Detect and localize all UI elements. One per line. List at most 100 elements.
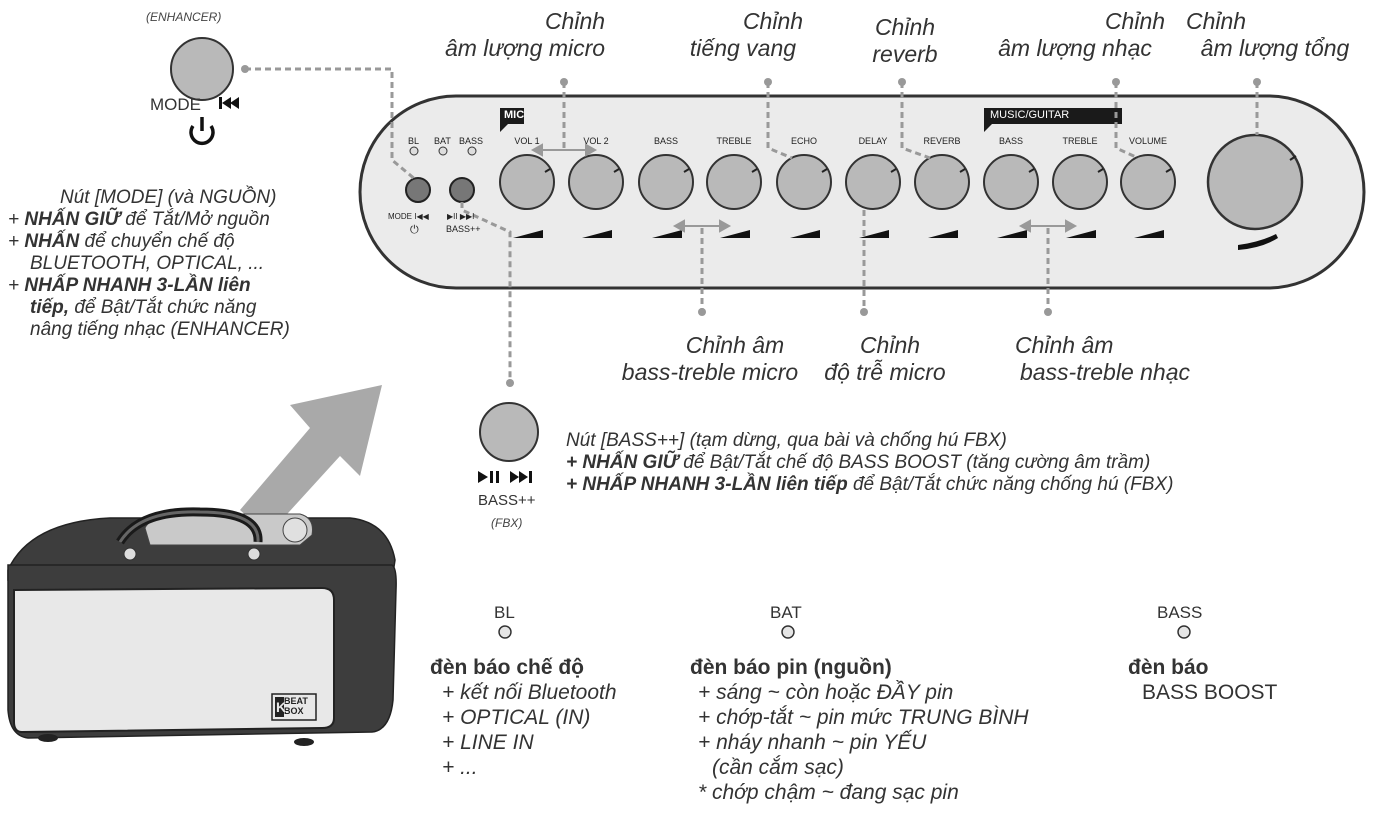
indicator-bat-item: + chớp-tắt ~ pin mức TRUNG BÌNH — [698, 706, 1029, 729]
pointer-arrow — [240, 385, 382, 535]
knob[interactable] — [638, 154, 694, 238]
knob[interactable] — [499, 154, 555, 238]
bass-button[interactable] — [479, 402, 539, 462]
bass-desc-l1-bold: + NHẤN GIỮ — [566, 452, 678, 473]
indicator-bl-block: đèn báo chế độ + kết nối Bluetooth + OPT… — [430, 655, 690, 780]
annot-delay: Chỉnh độ trễ micro — [800, 332, 970, 386]
panel-mode-label: MODE I◀◀ — [388, 212, 429, 221]
indicator-bat-item: + nháy nhanh ~ pin YẾU — [698, 731, 927, 754]
bass-desc-l2-bold: + NHẤP NHANH 3-LẦN liên tiếp — [566, 474, 848, 495]
knob[interactable] — [568, 154, 624, 238]
bass-description: Nút [BASS++] (tạm dừng, qua bài và chống… — [566, 430, 1366, 496]
music-guitar-badge — [984, 108, 1122, 132]
level-wedge-icon — [790, 230, 820, 238]
level-wedge-icon — [859, 230, 889, 238]
master-volume-knob[interactable] — [1206, 133, 1304, 250]
indicator-bl-items: + kết nối Bluetooth + OPTICAL (IN) + LIN… — [430, 680, 690, 780]
mic-badge — [500, 108, 524, 132]
indicator-bat-item: * chớp chậm ~ đang sạc pin — [698, 781, 959, 804]
bass-desc-title-text: Nút [BASS++] (tạm dừng, qua bài và chống… — [566, 430, 1007, 451]
mode-desc-line3: BLUETOOTH, OPTICAL, ... — [30, 253, 265, 274]
annot-music-bt-l2: bass-treble nhạc — [1019, 359, 1191, 385]
knob[interactable] — [983, 154, 1039, 238]
brand-logo: BEAT BOX — [284, 696, 308, 716]
enhancer-label: (ENHANCER) — [146, 10, 222, 24]
mode-desc-l5-rest: để Bật/Tắt chức năng — [69, 297, 257, 318]
mode-button-small[interactable] — [405, 177, 431, 203]
bass-desc-line1: + NHẤN GIỮ để Bật/Tắt chế độ BASS BOOST … — [566, 452, 1366, 474]
knob[interactable] — [776, 154, 832, 238]
led-bat — [438, 146, 448, 156]
level-wedge-icon — [582, 230, 612, 238]
annot-reverb: Chỉnh reverb — [855, 14, 955, 68]
knob-label: BASS — [653, 136, 678, 146]
indicator-bat-item: + sáng ~ còn hoặc ĐẦY pin — [698, 681, 954, 704]
mode-desc-l2-bold: NHẤN — [24, 231, 80, 252]
mode-description: Nút [MODE] (và NGUỒN) + NHẤN GIỮ để Tắt/… — [8, 187, 358, 341]
brand-k: K — [276, 699, 287, 715]
annot-mic-volume-l1: Chỉnh — [544, 8, 606, 34]
mode-desc-line1: + NHẤN GIỮ để Tắt/Mở nguồn — [8, 209, 270, 230]
mode-desc-line2: + NHẤN để chuyển chế độ — [8, 231, 235, 252]
knob[interactable] — [706, 154, 762, 238]
knob[interactable] — [845, 154, 901, 238]
indicator-bass-title: đèn báo — [1128, 656, 1209, 679]
annot-master-volume-l2: âm lượng tổng — [1200, 35, 1350, 61]
leader-reverb — [900, 82, 931, 160]
mic-badge-label: MIC — [504, 109, 525, 121]
annot-mic-bt-l2: bass-treble micro — [621, 359, 799, 385]
bass-button-small[interactable] — [449, 177, 475, 203]
mode-desc-line5: tiếp, để Bật/Tắt chức năng — [8, 297, 358, 319]
panel-led-label-bat: BAT — [434, 136, 451, 146]
indicator-bl-item: + ... — [442, 756, 478, 779]
dot-echo — [764, 78, 772, 86]
leader-echo — [766, 82, 793, 160]
annot-mic-volume: Chỉnh âm lượng micro — [415, 8, 635, 62]
level-wedge-icon — [513, 230, 543, 238]
knob[interactable] — [914, 154, 970, 238]
mode-desc-l4-bold: NHẤP NHANH 3-LẦN liên — [24, 275, 251, 296]
panel-led-label-bl: BL — [408, 136, 420, 146]
dot-music-vol — [1112, 78, 1120, 86]
mode-desc-line6: nâng tiếng nhạc (ENHANCER) — [30, 319, 290, 340]
knob-label: ECHO — [790, 136, 817, 146]
annot-echo-l1: Chỉnh — [742, 8, 804, 34]
panel-mode-text: MODE — [388, 212, 412, 221]
arrow-vol1-vol2 — [530, 143, 598, 157]
indicator-bass-block: đèn báo BASS BOOST — [1128, 655, 1368, 705]
annot-delay-l1: Chỉnh — [859, 332, 921, 358]
level-wedge-icon — [1134, 230, 1164, 238]
bass-desc-line2: + NHẤP NHANH 3-LẦN liên tiếp để Bật/Tắt … — [566, 474, 1366, 496]
level-wedge-icon — [997, 230, 1027, 238]
indicator-bat-title: đèn báo pin (nguồn) — [690, 656, 892, 679]
indicator-bl-led — [498, 625, 512, 639]
annot-music-volume-l1: Chỉnh — [1104, 8, 1166, 34]
speaker-illustration — [7, 507, 397, 746]
level-wedge-icon — [652, 230, 682, 238]
mode-desc-title-text: Nút [MODE] (và NGUỒN) — [60, 187, 277, 208]
annot-master-volume: Chỉnh âm lượng tổng — [1180, 8, 1370, 62]
annot-reverb-l1: Chỉnh — [874, 14, 936, 40]
knob-label: VOLUME — [1128, 136, 1167, 146]
arrow-music-bass-treble — [1018, 219, 1078, 233]
leader-bass — [460, 202, 512, 380]
panel-play-next-icon: ▶II ▶▶I — [447, 212, 475, 221]
power-icon — [189, 117, 215, 146]
dot-master — [1253, 78, 1261, 86]
annot-reverb-l2: reverb — [872, 41, 938, 67]
dot-mic-bt — [698, 308, 706, 316]
led-bl — [409, 146, 419, 156]
knob-label: BASS — [998, 136, 1023, 146]
knob-label: VOL 1 — [514, 136, 540, 146]
mode-button[interactable] — [170, 37, 234, 101]
dot-music-bt — [1044, 308, 1052, 316]
bass-button-label: BASS++ — [478, 492, 536, 509]
knob[interactable] — [1052, 154, 1108, 238]
indicator-bl-item: + kết nối Bluetooth — [442, 681, 617, 704]
annot-mic-volume-l2: âm lượng micro — [444, 35, 606, 61]
level-wedge-icon — [928, 230, 958, 238]
leader-music-vol — [1114, 82, 1139, 160]
indicator-bass-led — [1177, 625, 1191, 639]
mode-desc-l1-bold: NHẤN GIỮ — [24, 209, 120, 230]
knob[interactable] — [1120, 154, 1176, 238]
